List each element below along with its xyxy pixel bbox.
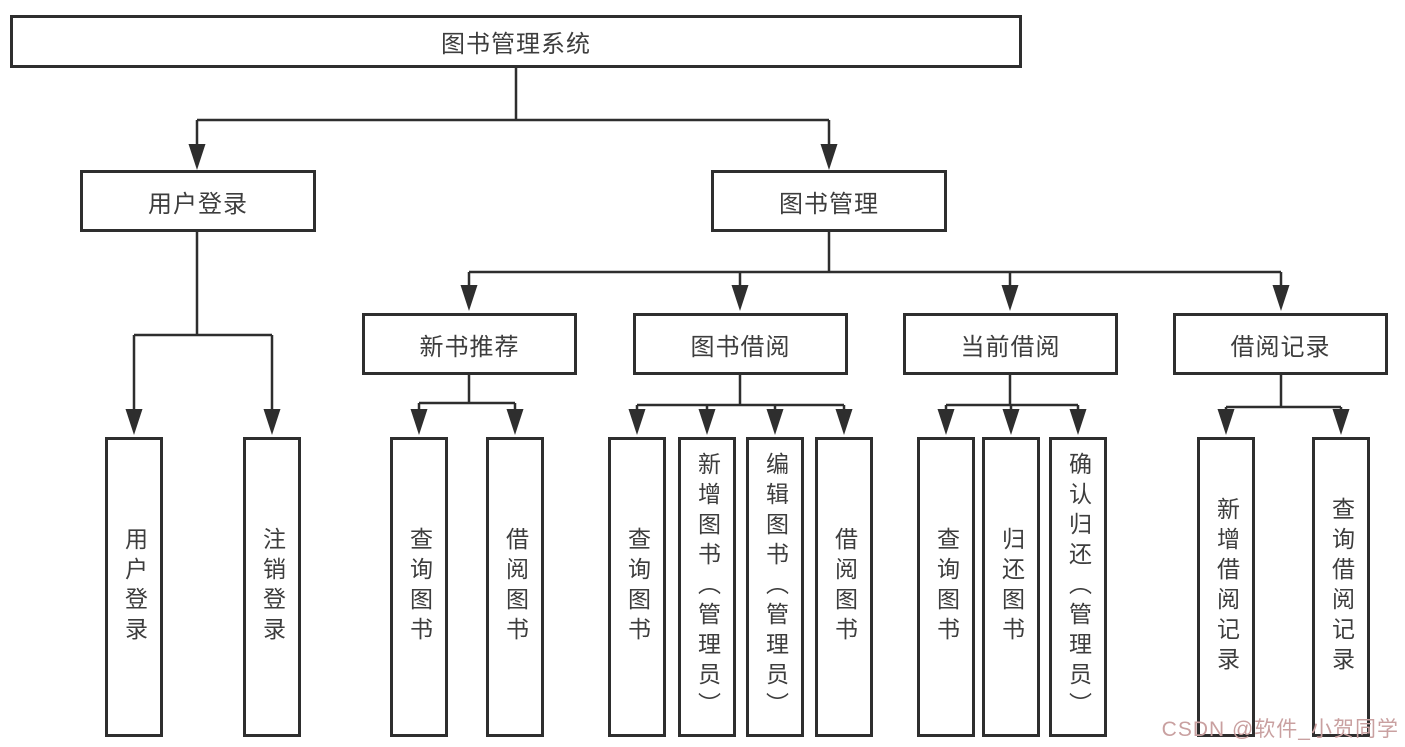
leaf-label: 查询图书 xyxy=(933,527,960,647)
node-label: 图书借阅 xyxy=(690,333,791,361)
node-user-login: 用户登录 xyxy=(80,170,316,232)
watermark: CSDN @软件_小贺同学 xyxy=(1161,718,1399,741)
node-current-borrowing: 当前借阅 xyxy=(903,313,1118,375)
leaf-confirm-return-admin: 确认归还（管理员） xyxy=(1049,437,1107,737)
leaf-label: 确认归还（管理员） xyxy=(1065,452,1092,722)
leaf-label: 新增图书（管理员） xyxy=(694,452,721,722)
leaf-label: 归还图书 xyxy=(998,527,1025,647)
node-borrowing-records: 借阅记录 xyxy=(1173,313,1388,375)
leaf-user-login: 用户登录 xyxy=(105,437,163,737)
node-label: 用户登录 xyxy=(148,190,248,218)
leaf-label: 注销登录 xyxy=(259,527,286,647)
node-system-root: 图书管理系统 xyxy=(10,15,1022,68)
node-label: 借阅记录 xyxy=(1230,333,1331,361)
leaf-borrow-books: 借阅图书 xyxy=(815,437,873,737)
leaf-label: 编辑图书（管理员） xyxy=(762,452,789,722)
leaf-edit-book-admin: 编辑图书（管理员） xyxy=(746,437,804,737)
node-label: 图书管理 xyxy=(779,190,879,218)
leaf-label: 借阅图书 xyxy=(502,527,529,647)
leaf-return-book: 归还图书 xyxy=(982,437,1040,737)
leaf-label: 用户登录 xyxy=(121,527,148,647)
leaf-add-borrow-record: 新增借阅记录 xyxy=(1197,437,1255,737)
node-new-book-recommend: 新书推荐 xyxy=(362,313,577,375)
node-label: 图书管理系统 xyxy=(441,31,591,58)
leaf-borrow-books-recommend: 借阅图书 xyxy=(486,437,544,737)
leaf-query-borrow-record: 查询借阅记录 xyxy=(1312,437,1370,737)
node-book-management: 图书管理 xyxy=(711,170,947,232)
leaf-label: 查询借阅记录 xyxy=(1328,497,1355,677)
leaf-query-books-recommend: 查询图书 xyxy=(390,437,448,737)
leaf-logout: 注销登录 xyxy=(243,437,301,737)
leaf-label: 查询图书 xyxy=(406,527,433,647)
leaf-label: 借阅图书 xyxy=(831,527,858,647)
leaf-label: 查询图书 xyxy=(624,527,651,647)
leaf-add-book-admin: 新增图书（管理员） xyxy=(678,437,736,737)
node-label: 当前借阅 xyxy=(960,333,1061,361)
leaf-label: 新增借阅记录 xyxy=(1213,497,1240,677)
node-label: 新书推荐 xyxy=(419,333,520,361)
node-book-borrowing: 图书借阅 xyxy=(633,313,848,375)
leaf-query-books-borrow: 查询图书 xyxy=(608,437,666,737)
leaf-query-books-current: 查询图书 xyxy=(917,437,975,737)
